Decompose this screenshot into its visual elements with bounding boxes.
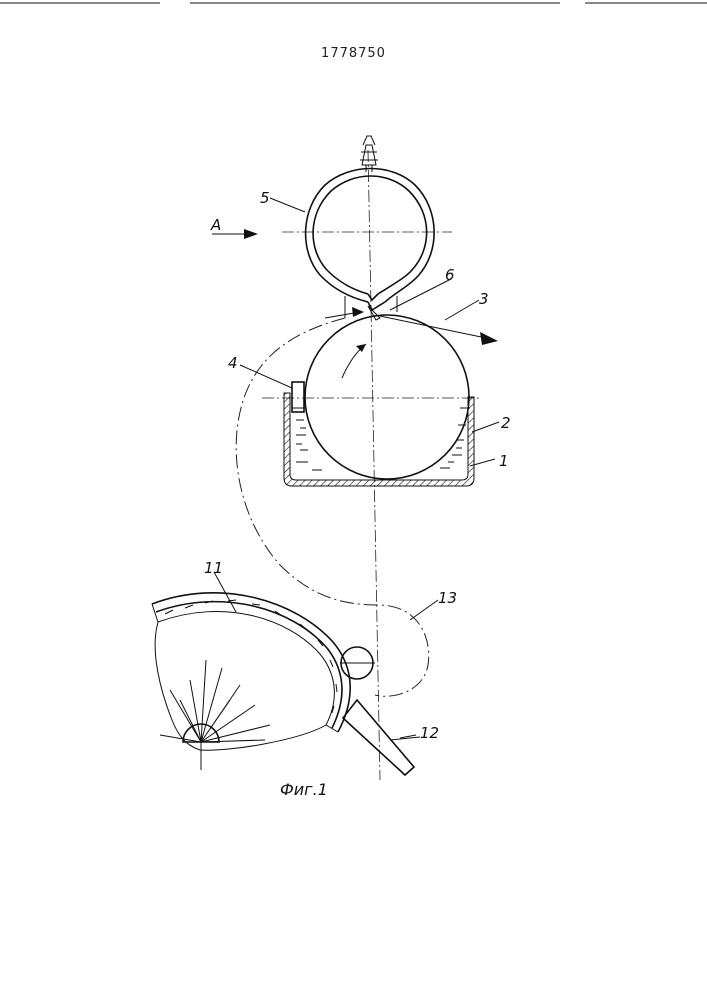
label-6: 6 — [445, 266, 455, 284]
label-3: 3 — [479, 290, 489, 308]
tray-1 — [284, 393, 474, 486]
nozzle-fitting — [360, 136, 378, 172]
label-1: 1 — [499, 452, 509, 470]
label-5: 5 — [260, 189, 270, 207]
drum-3 — [305, 315, 469, 479]
label-2: 2 — [501, 414, 511, 432]
label-4: 4 — [228, 354, 238, 372]
label-11: 11 — [204, 559, 223, 577]
chute-12 — [343, 700, 420, 775]
rotation-arrowhead — [356, 344, 366, 352]
label-12: 12 — [420, 724, 439, 742]
center-lines — [262, 150, 480, 780]
liquid-2 — [292, 408, 470, 470]
web-path — [236, 318, 429, 696]
leader-lines — [214, 198, 499, 738]
label-view-a: A — [210, 216, 221, 234]
label-13: 13 — [438, 589, 457, 607]
exit-arrow — [325, 307, 498, 345]
drum-11 — [152, 593, 350, 770]
figure-caption: Фиг.1 — [280, 780, 328, 799]
